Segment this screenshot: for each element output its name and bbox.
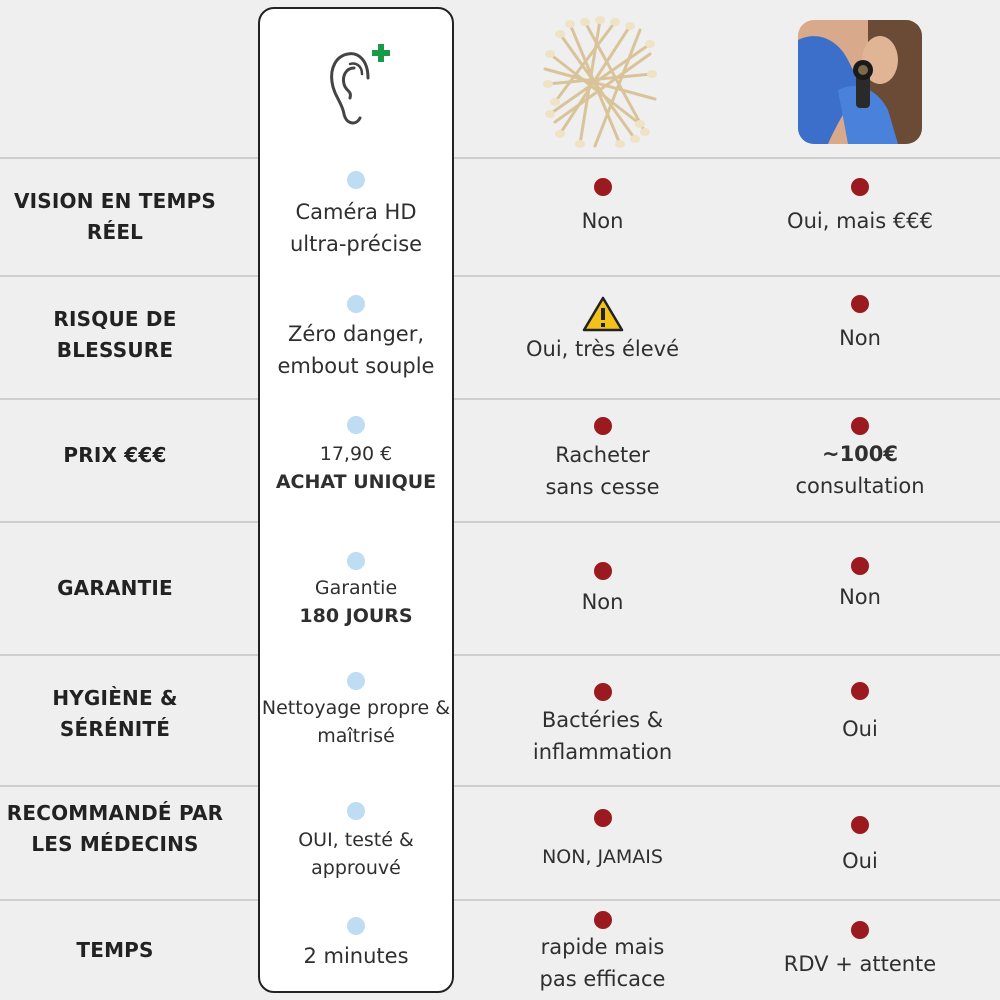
cotton-swabs-photo [540, 14, 660, 150]
product-cell: 2 minutes [258, 917, 454, 972]
warning-icon [582, 296, 623, 332]
check-dot-icon [347, 295, 365, 313]
row-label: GARANTIE [57, 576, 173, 600]
row-label: RECOMMANDÉ PAR LES MÉDECINS [6, 801, 224, 856]
doctor-cell: Non [735, 295, 985, 354]
swabs-cell: NON, JAMAIS [470, 809, 735, 871]
product-cell: Caméra HD ultra-précise [258, 171, 454, 260]
row-label: PRIX €€€ [63, 443, 167, 467]
cross-dot-icon [593, 809, 612, 827]
cross-dot-icon [593, 562, 612, 580]
cross-dot-icon [851, 816, 869, 834]
product-cell: Zéro danger, embout souple [258, 295, 454, 382]
check-dot-icon [347, 171, 365, 189]
row-label: VISION EN TEMPS RÉEL [13, 189, 217, 244]
cross-dot-icon [851, 557, 869, 575]
row-label: HYGIÈNE & SÉRÉNITÉ [52, 686, 178, 741]
cross-dot-icon [593, 178, 612, 196]
row-divider [0, 275, 1000, 277]
cross-dot-icon [851, 417, 869, 435]
row-divider [0, 157, 1000, 159]
row-divider [0, 521, 1000, 523]
check-dot-icon [347, 552, 365, 570]
swabs-cell: Oui, très élevé [470, 296, 735, 365]
ear-plus-icon [322, 38, 394, 128]
swabs-cell: Bactéries & inflammation [470, 683, 735, 768]
doctor-cell: ~100€ consultation [735, 417, 985, 502]
row-divider [0, 654, 1000, 656]
doctor-cell: RDV + attente [735, 921, 985, 980]
row-divider [0, 398, 1000, 400]
check-dot-icon [347, 917, 365, 935]
row-label: RISQUE DE BLESSURE [53, 307, 177, 362]
cross-dot-icon [851, 682, 869, 700]
product-cell: 17,90 € ACHAT UNIQUE [258, 416, 454, 496]
row-divider [0, 785, 1000, 787]
check-dot-icon [347, 672, 365, 690]
cross-dot-icon [593, 911, 612, 929]
swabs-cell: Non [470, 562, 735, 618]
cross-dot-icon [593, 683, 612, 701]
product-cell: Garantie 180 JOURS [258, 552, 454, 630]
check-dot-icon [347, 416, 365, 434]
cross-dot-icon [851, 295, 869, 313]
product-cell: OUI, testé & approuvé [258, 802, 454, 882]
doctor-cell: Non [735, 557, 985, 613]
cross-dot-icon [851, 921, 869, 939]
product-cell: Nettoyage propre & maîtrisé [258, 672, 454, 750]
swabs-cell: rapide mais pas efficace [470, 911, 735, 995]
row-label: TEMPS [76, 938, 154, 962]
doctor-cell: Oui, mais €€€ [735, 178, 985, 237]
swabs-cell: Racheter sans cesse [470, 417, 735, 503]
cross-dot-icon [851, 178, 869, 196]
doctor-cell: Oui [735, 816, 985, 877]
otoscope-doctor-photo [798, 20, 922, 144]
cross-dot-icon [593, 417, 612, 435]
row-divider [0, 899, 1000, 901]
check-dot-icon [347, 802, 365, 820]
doctor-cell: Oui [735, 682, 985, 745]
swabs-cell: Non [470, 178, 735, 237]
